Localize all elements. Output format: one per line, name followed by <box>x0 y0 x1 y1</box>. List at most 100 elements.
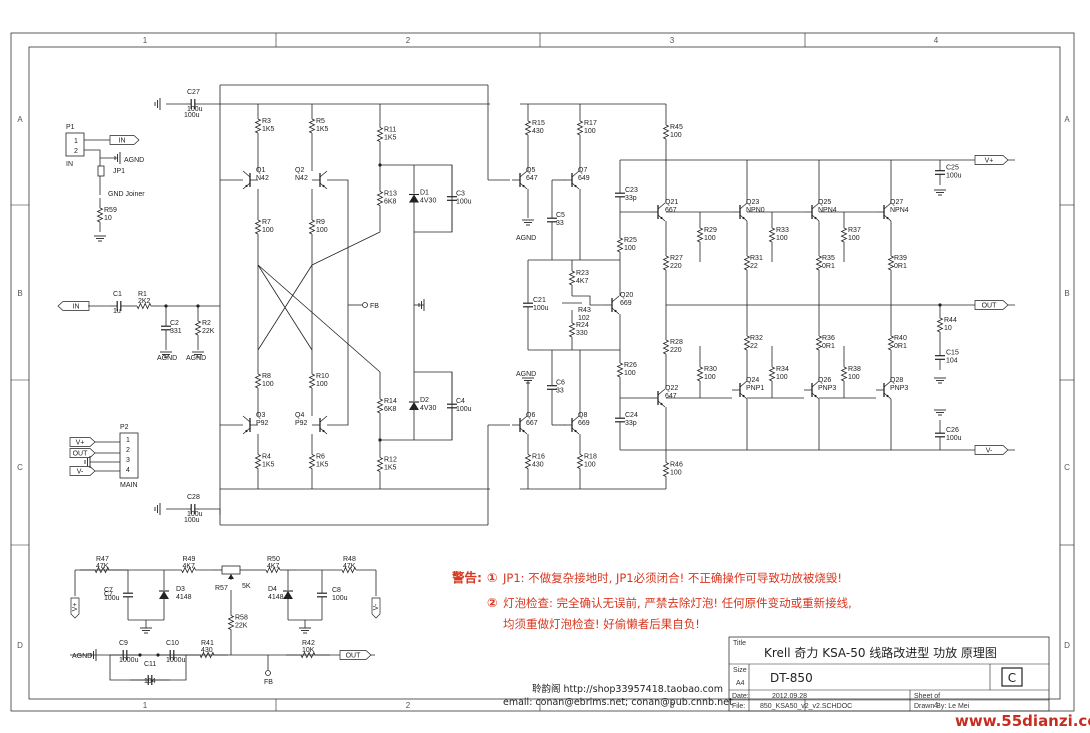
net-port-vplus: V+ <box>974 155 1009 165</box>
pin-number: 4 <box>126 467 130 474</box>
resistor-r36 <box>815 305 823 381</box>
resistor-r39 <box>887 221 895 305</box>
value-label: 104 <box>946 358 958 365</box>
value-label: 647 <box>665 393 677 400</box>
inner-frame <box>28 46 1061 700</box>
value-label: 33p <box>625 195 637 202</box>
ref-label: C9 <box>119 640 128 647</box>
value-label: 220 <box>670 263 682 270</box>
value-label: 100 <box>624 245 636 252</box>
drawing-number: DT-850 <box>770 671 813 685</box>
ref-label: R36 <box>822 335 835 342</box>
resistor-r3 <box>254 104 262 148</box>
value-label: 5K <box>242 583 251 590</box>
value-label: 22 <box>750 263 758 270</box>
capacitor-c28 <box>186 504 200 514</box>
schematic-title: Krell 奇力 KSA-50 线路改进型 功放 原理图 <box>764 645 997 660</box>
ref-label: R9 <box>316 219 325 226</box>
value-label: 1K5 <box>316 462 329 469</box>
wire <box>311 231 381 266</box>
pin-number: 1 <box>126 437 130 444</box>
connector-ref: P2 <box>120 424 129 431</box>
ref-label: C6 <box>556 380 565 387</box>
sheet-label: Sheet of <box>914 693 940 700</box>
fb-label: FB <box>370 303 379 310</box>
value-label: 4K7 <box>267 563 280 570</box>
ground-symbol <box>154 503 161 515</box>
ref-label: R34 <box>776 366 789 373</box>
value-label: 100 <box>262 227 274 234</box>
zone-col-label: 3 <box>670 36 675 45</box>
ground-symbol <box>94 235 106 242</box>
value-label: 1K5 <box>316 126 329 133</box>
size-label: Size <box>733 667 747 674</box>
value-label: 0R1 <box>894 263 907 270</box>
ref-label: C27 <box>187 89 200 96</box>
agnd-label: AGND <box>72 653 92 660</box>
junction <box>138 653 142 657</box>
ground-symbol <box>160 351 172 358</box>
agnd-label: AGND <box>186 355 206 362</box>
value-label: 102 <box>578 315 590 322</box>
ref-label: C2 <box>170 320 179 327</box>
zone-col-label: 4 <box>934 701 939 710</box>
value-label: 6K8 <box>384 406 397 413</box>
zone-row-label: B <box>1064 289 1069 298</box>
svg-text:OUT: OUT <box>982 303 998 310</box>
resistor-r25 <box>616 230 624 260</box>
net-port-vplus-p2: V+ <box>69 437 96 447</box>
ref-label: R43 <box>578 307 591 314</box>
warning-line-1: JP1: 不做复杂接地时, JP1必须闭合! 不正确操作可导致功放被烧毁! <box>502 571 842 585</box>
value-label: 669 <box>620 300 632 307</box>
net-port-vminus-bias: V- <box>371 597 381 619</box>
value-label: 100u <box>533 305 549 312</box>
ref-label: R50 <box>267 556 280 563</box>
resistor-r33 <box>768 212 776 258</box>
ref-label: C23 <box>625 187 638 194</box>
value-label: 100 <box>704 235 716 242</box>
value-label: 4K7 <box>576 278 589 285</box>
ref-label: R16 <box>532 454 545 461</box>
capacitor-c1 <box>110 301 128 311</box>
ground-symbol <box>934 409 946 416</box>
value-label: 1K5 <box>384 465 397 472</box>
capacitor-c3 <box>447 165 457 232</box>
wire <box>414 164 453 233</box>
gnd-joiner-label: GND Joiner <box>108 191 145 198</box>
fb-node <box>265 670 271 676</box>
resistor-r38 <box>840 350 848 398</box>
capacitor-c15 <box>935 345 945 370</box>
transistor-q24 <box>732 380 748 400</box>
transistor-q28 <box>876 380 892 400</box>
file-value: 850_KSA50_v2_v2.SCHDOC <box>760 703 852 710</box>
connector-p2 <box>119 432 139 479</box>
value-label: NPN0 <box>746 207 765 214</box>
title-label: Title <box>733 640 746 647</box>
ref-label: R58 <box>235 615 248 622</box>
value-label: 33 <box>556 388 564 395</box>
ref-label: C11 <box>144 661 156 668</box>
value-label: 100 <box>704 374 716 381</box>
value-label: 100u <box>946 435 962 442</box>
ref-label: R29 <box>704 227 717 234</box>
ref-label: Q21 <box>665 199 678 206</box>
value-label: 100 <box>316 381 328 388</box>
resistor-r26 <box>616 350 624 390</box>
value-label: 100u <box>187 106 203 113</box>
diode-d4 <box>283 570 293 620</box>
date-value: 2012.09.28 <box>772 693 807 700</box>
transistor-q1 <box>242 170 258 190</box>
net-port-vplus-bias: V+ <box>70 597 80 619</box>
zone-row-label: D <box>1064 641 1070 650</box>
value-label: 10 <box>104 215 112 222</box>
ref-label: R15 <box>532 120 545 127</box>
resistor-r29 <box>696 212 704 258</box>
resistor-r48 <box>322 566 376 574</box>
value-label: 4K7 <box>183 563 196 570</box>
ref-label: R4 <box>262 454 271 461</box>
ref-label: R12 <box>384 457 397 464</box>
zone-row-label: A <box>17 115 23 124</box>
ref-label: C25 <box>946 165 959 172</box>
ref-label: C3 <box>456 191 465 198</box>
resistor-r30 <box>696 350 704 398</box>
